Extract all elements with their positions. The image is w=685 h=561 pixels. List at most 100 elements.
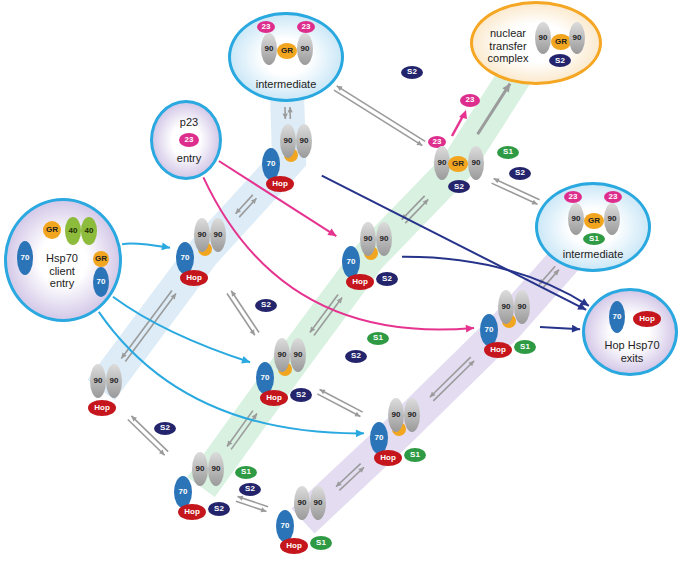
- protein-subunit: Hop: [346, 274, 374, 290]
- protein-subunit: 70: [93, 267, 109, 297]
- equilibrium-arrow: [236, 496, 268, 512]
- arrow-line: [203, 177, 474, 329]
- arrow-head: [423, 199, 429, 205]
- arrow-head: [553, 270, 559, 276]
- protein-subunit: 90: [569, 22, 585, 54]
- equilibrium-arrow: [283, 107, 293, 119]
- protein-subunit: 90: [274, 338, 290, 372]
- arrow-head: [320, 389, 326, 394]
- equilibrium-arrow: [492, 178, 540, 204]
- protein-subunit: 90: [468, 146, 484, 180]
- protein-subunit: 90: [290, 338, 306, 372]
- arrow-line: [402, 196, 425, 220]
- arrow-head: [502, 84, 510, 93]
- arrow-head: [327, 228, 336, 236]
- cochaperone-label: S2: [509, 167, 531, 180]
- protein-subunit: 90: [90, 364, 106, 398]
- cochaperone-label: 23: [460, 94, 480, 107]
- protein-subunit: Hop: [280, 538, 308, 554]
- arrow-line: [494, 179, 540, 200]
- protein-subunit: 90: [604, 203, 620, 235]
- protein-subunit: S1: [583, 233, 605, 245]
- protein-subunit: 23: [604, 191, 622, 203]
- protein-subunit: S2: [376, 272, 398, 286]
- protein-subunit: 23: [257, 21, 275, 33]
- chaperone-complex: 909070HopS1: [366, 398, 428, 468]
- arrow-line: [334, 90, 422, 146]
- arrow-head: [494, 178, 500, 183]
- state-caption: entry: [163, 151, 215, 165]
- arrow-head: [288, 107, 293, 112]
- arrow-head: [171, 294, 176, 300]
- arrow-head: [261, 507, 267, 512]
- cochaperone-label: S2: [345, 350, 367, 363]
- protein-subunit: 90: [535, 22, 551, 54]
- arrow-line: [231, 414, 257, 450]
- protein-subunit: 23: [179, 133, 199, 147]
- protein-subunit: 23: [564, 191, 582, 203]
- arrow-head: [252, 414, 257, 420]
- arrow-head: [356, 430, 364, 438]
- chaperone-complex: 909070HopS2: [338, 222, 400, 292]
- protein-subunit: GR: [43, 221, 61, 239]
- arrow-line: [238, 497, 269, 507]
- cochaperone-label: S2: [239, 483, 261, 496]
- cochaperone-label: S2: [255, 299, 277, 312]
- cochaperone-label: S2: [401, 66, 423, 79]
- protein-subunit: GR: [584, 213, 604, 229]
- arrow-head: [283, 114, 288, 119]
- arrow-head: [251, 198, 257, 204]
- protein-subunit: Hop: [484, 342, 512, 358]
- protein-subunit: 70: [17, 241, 33, 275]
- arrow-line: [227, 294, 255, 336]
- cochaperone-label: S1: [367, 332, 389, 345]
- arrow-line: [320, 389, 363, 412]
- protein-subunit: S2: [208, 502, 230, 516]
- equilibrium-arrow: [430, 357, 474, 401]
- arrow-line: [236, 195, 253, 214]
- chaperone-complex: 2390GR90S2: [428, 136, 488, 194]
- protein-subunit: Hop: [178, 504, 206, 520]
- state-caption: intermediate: [553, 247, 633, 261]
- equilibrium-arrow: [336, 464, 364, 491]
- arrow-head: [241, 356, 250, 363]
- arrow-head: [580, 298, 589, 306]
- purple-band: [303, 228, 593, 521]
- equilibrium-arrow: [334, 86, 425, 146]
- state-ellipse: Hsp70 client entryGR404070GR70: [4, 198, 122, 322]
- state-caption: Hsp70 client entry: [37, 249, 87, 293]
- state-caption: p23: [163, 115, 215, 129]
- protein-subunit: 90: [568, 203, 584, 235]
- protein-subunit: 90: [376, 222, 392, 256]
- protein-subunit: GR: [551, 34, 571, 50]
- arrow-head: [358, 467, 364, 473]
- protein-subunit: 23: [297, 21, 315, 33]
- chaperone-complex: 909070HopS1: [272, 486, 334, 556]
- arrow-line: [336, 464, 361, 487]
- state-caption: Hop Hsp70 exits: [597, 337, 667, 367]
- p23-release-head: [459, 110, 467, 119]
- arrow-head: [337, 298, 342, 304]
- protein-subunit: GR: [277, 43, 297, 59]
- protein-subunit: 90: [498, 290, 514, 324]
- chaperone-complex: 909070HopS1: [476, 290, 538, 360]
- arrow-line: [99, 312, 364, 434]
- transition-arrow: [203, 177, 474, 332]
- protein-subunit: 90: [310, 486, 326, 520]
- protein-subunit: Hop: [260, 390, 288, 406]
- protein-subunit: 70: [609, 301, 625, 333]
- protein-subunit: 90: [404, 398, 420, 432]
- cochaperone-label: S2: [154, 422, 176, 435]
- arrow-line: [478, 84, 510, 135]
- chaperone-complex: 909070Hop: [172, 218, 234, 288]
- protein-subunit: S2: [290, 388, 312, 402]
- arrow-line: [433, 361, 474, 401]
- state-ellipse: intermediate2390GR9023: [228, 12, 344, 102]
- equilibrium-arrow: [236, 195, 257, 217]
- protein-subunit: 90: [280, 124, 296, 158]
- chaperone-complex: 909070HopS2: [252, 338, 314, 408]
- arrow-head: [466, 325, 474, 333]
- chaperone-complex: 909070HopS2: [170, 452, 232, 522]
- protein-subunit: S1: [404, 448, 426, 462]
- transition-arrow: [99, 312, 364, 438]
